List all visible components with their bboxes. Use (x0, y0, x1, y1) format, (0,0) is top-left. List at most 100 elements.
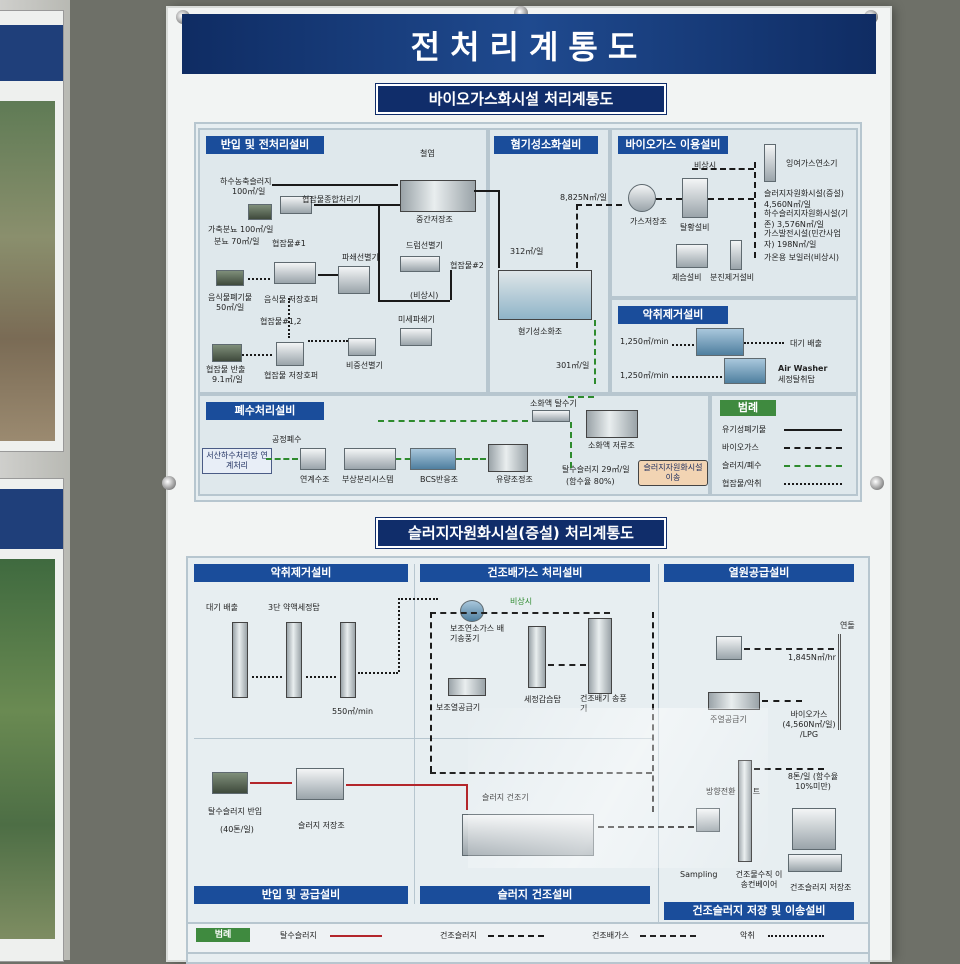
tanker-truck (788, 854, 842, 872)
odor-line (398, 598, 400, 672)
label: 부상분리시스템 (342, 475, 394, 484)
sludge-line (456, 458, 486, 460)
screw-icon (870, 476, 884, 490)
label: 협잡물#1,2 (260, 317, 302, 326)
label: 건조물수직 이송컨베이어 (735, 870, 783, 889)
label: 세정갑습탑 (524, 695, 561, 704)
label: 협잡물 반출 (206, 365, 246, 374)
panel-title: 반입 및 전처리설비 (206, 136, 324, 154)
transfer-box: 슬러지자원화시설 이송 (638, 460, 708, 486)
panel-title: 악취제거설비 (194, 564, 408, 582)
label: 대기 배출 (206, 603, 238, 612)
debris-hopper (276, 342, 304, 366)
drygas-line (430, 612, 432, 772)
label: 잉여가스연소기 (786, 159, 838, 168)
divider (414, 564, 415, 904)
label: 협잡물#1 (272, 239, 306, 248)
label: Air Washer (778, 364, 828, 373)
sludge-line (378, 420, 528, 422)
food-hopper (274, 262, 316, 284)
odor-line (672, 376, 722, 378)
sludge-line (594, 320, 596, 384)
flow-tank (488, 444, 528, 472)
sludge-line (466, 784, 468, 810)
label: 중간저장조 (416, 215, 453, 224)
label: 가스저장조 (630, 217, 667, 226)
odor-line (252, 676, 282, 678)
label: (함수율 80%) (566, 477, 615, 486)
powder-unit (730, 240, 742, 270)
panel-title: 열원공급설비 (664, 564, 854, 582)
label: 탈수슬러지 반입 (208, 807, 263, 816)
screw-icon (162, 476, 176, 490)
legend-item: 슬러지/폐수 (722, 461, 762, 470)
label: 연계수조 (300, 475, 330, 484)
legend-item: 건조슬러지 (440, 931, 477, 940)
flow-line (248, 278, 270, 280)
label: (비상시) (410, 291, 439, 300)
legend-title: 범례 (196, 928, 250, 942)
panel-title: 폐수처리설비 (206, 402, 324, 420)
legend-line-solid (784, 429, 842, 431)
bottom-legend: 범례 탈수슬러지 건조슬러지 건조배가스 악취 (186, 922, 870, 954)
dehumid-unit (676, 244, 708, 268)
label: 바이오가스 (4,560N㎥/일) /LPG (782, 710, 836, 739)
label: 보조연소가스 배기송풍기 (450, 624, 505, 643)
left-poster-map (0, 101, 55, 441)
flow-line (378, 204, 380, 300)
label: 550㎥/min (332, 707, 374, 716)
label: 1,250㎥/min (620, 371, 669, 380)
legend-line-dotted (768, 935, 824, 937)
sludge-line (396, 458, 410, 460)
panel-title: 혐기성소화설비 (494, 136, 598, 154)
drygas-line (430, 612, 610, 614)
sludge-line (346, 784, 466, 786)
label: 주열공급기 (710, 715, 747, 724)
gas-line (576, 204, 578, 268)
label: 파쇄선별기 (342, 253, 379, 262)
flow-line (318, 274, 338, 276)
sewer-box: 서산하수처리장 연계처리 (202, 448, 272, 474)
panel-anaerobic: 혐기성소화설비 (488, 128, 610, 394)
label: 1,250㎥/min (620, 337, 669, 346)
flare-stack (764, 144, 776, 182)
label: 슬러지 저장조 (298, 821, 345, 830)
scrubber-unit (528, 626, 546, 688)
truck-icon (216, 270, 244, 286)
label: 유량조정조 (496, 475, 533, 484)
flow-line (498, 190, 500, 268)
odor-line (398, 598, 438, 600)
drygas-line (744, 648, 834, 650)
label: 대기 배출 (790, 339, 822, 348)
label: 3단 약액세정탑 (268, 603, 320, 612)
label: 소화액 저류조 (588, 441, 635, 450)
sludge-line (570, 422, 572, 468)
digester-tank (498, 270, 592, 320)
label: 협잡물#2 (450, 261, 484, 270)
label: 음식물폐기물 (208, 293, 253, 302)
odor-line (358, 672, 398, 674)
drygas-line (548, 664, 586, 666)
flow-line (378, 300, 450, 302)
left-poster-aerial (0, 559, 55, 939)
label: 분뇨 70㎥/일 (214, 237, 260, 246)
divider (658, 564, 659, 934)
label: 100㎥/일 (232, 187, 266, 196)
label: 협잡물 저장호퍼 (264, 371, 319, 380)
drygas-line (430, 772, 652, 774)
panel-title: 건조배가스 처리설비 (420, 564, 650, 582)
panel-title: 반입 및 공급설비 (194, 886, 408, 904)
label: 8,825N㎥/일 (560, 193, 607, 202)
label: 혐기성소화조 (518, 327, 563, 336)
scrubber-tower (340, 622, 356, 698)
label: 312㎥/일 (510, 247, 544, 256)
label: 건조배기 송풍기 (580, 694, 627, 713)
panel-title: 바이오가스 이용설비 (618, 136, 728, 154)
flow-line (272, 184, 398, 186)
scrubber-tower (286, 622, 302, 698)
flow-line (474, 190, 498, 192)
drysludge-line (754, 768, 824, 770)
dryer-unit (462, 814, 594, 856)
sludge-store-tank (296, 768, 344, 800)
truck-icon (212, 344, 242, 362)
